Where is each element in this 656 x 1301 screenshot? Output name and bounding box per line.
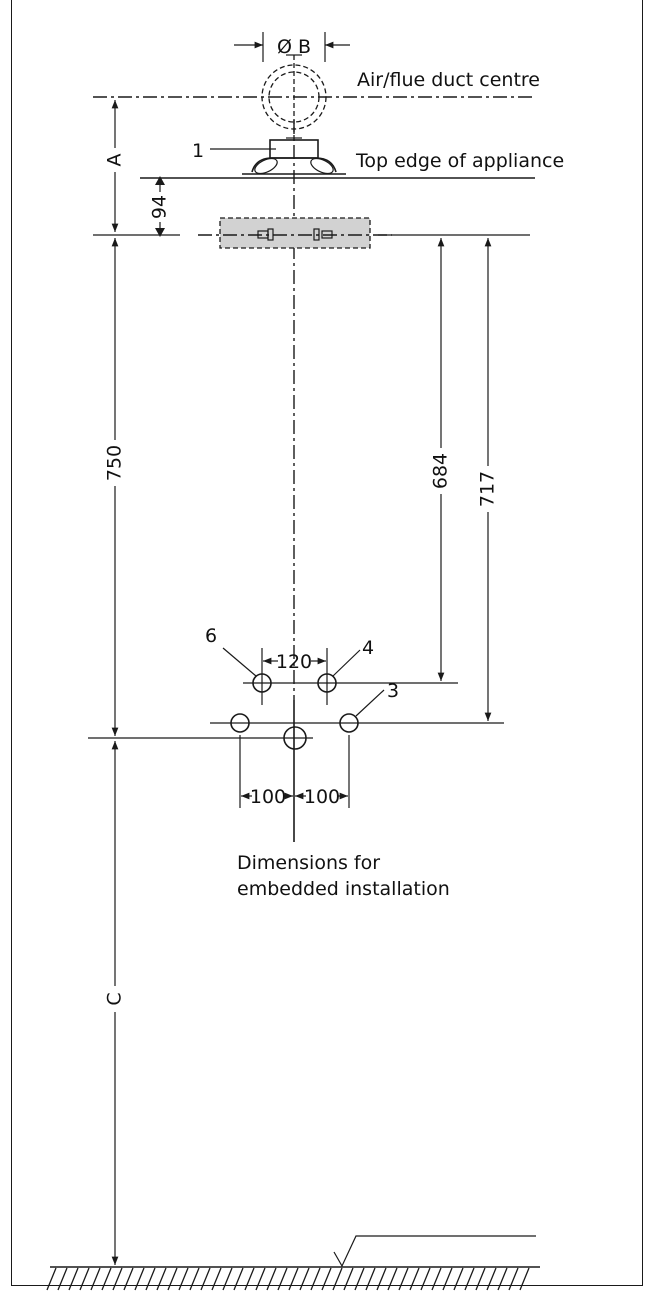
hole-3 (339, 713, 359, 733)
caption-line1: Dimensions for (237, 852, 380, 874)
dim-94-arrow-bottom (155, 228, 165, 237)
hatch-stroke (112, 1267, 123, 1291)
hatch-stroke (497, 1267, 508, 1291)
mounting-bracket (198, 217, 392, 249)
hatch-stroke (431, 1267, 442, 1291)
hatch-stroke (79, 1267, 90, 1291)
hatch-stroke (332, 1267, 343, 1291)
hatch-stroke (321, 1267, 332, 1291)
surface-finish-symbol (333, 1235, 536, 1268)
hatch-stroke (90, 1267, 101, 1291)
hatch-stroke (387, 1267, 398, 1291)
hatch-stroke (68, 1267, 79, 1291)
hatch-stroke (464, 1267, 475, 1291)
dim-100-right-label: 100 (304, 786, 340, 808)
callout-4: 4 (362, 637, 374, 659)
hole-left (230, 713, 250, 733)
drawing-frame (11, 0, 643, 1286)
callout-3-leader (355, 689, 385, 717)
diameter-b-label: Ø B (277, 36, 311, 58)
hatch-stroke (486, 1267, 497, 1291)
hole-centre (283, 726, 307, 750)
hatch-stroke (167, 1267, 178, 1291)
dim-c-label: C (104, 992, 126, 1005)
hatch-stroke (475, 1267, 486, 1291)
dim-a-label-bg (103, 148, 127, 172)
dim-c-label-bg (103, 986, 127, 1012)
hatch-stroke (233, 1267, 244, 1291)
diameter-b-dimension (234, 32, 350, 62)
hatch-stroke (46, 1267, 57, 1291)
dim-94-arrow-top (155, 176, 165, 185)
flue-connector (242, 139, 346, 175)
hatch-stroke (156, 1267, 167, 1291)
hatch-stroke (398, 1267, 409, 1291)
dim-684-label: 684 (430, 453, 452, 489)
hatch-stroke (420, 1267, 431, 1291)
hatch-stroke (343, 1267, 354, 1291)
hatch-stroke (101, 1267, 112, 1291)
hatch-stroke (255, 1267, 266, 1291)
dim-94-label: 94 (149, 195, 171, 219)
callout-3: 3 (387, 680, 399, 702)
floor-hatching (46, 1267, 530, 1291)
hatch-stroke (57, 1267, 68, 1291)
hatch-stroke (189, 1267, 200, 1291)
hatch-stroke (200, 1267, 211, 1291)
hatch-stroke (376, 1267, 387, 1291)
hatch-stroke (211, 1267, 222, 1291)
top-edge-label: Top edge of appliance (355, 150, 564, 172)
hatch-stroke (288, 1267, 299, 1291)
callout-6-leader (222, 647, 257, 677)
hatch-stroke (222, 1267, 233, 1291)
dim-684-label-bg (429, 448, 453, 494)
dim-717-label: 717 (477, 471, 499, 507)
hatch-stroke (244, 1267, 255, 1291)
dim-100-left-label: 100 (250, 786, 286, 808)
dim-a-label: A (104, 154, 126, 167)
hatch-stroke (508, 1267, 519, 1291)
hatch-stroke (354, 1267, 365, 1291)
air-flue-centre-label: Air/flue duct centre (357, 69, 540, 91)
hatch-stroke (123, 1267, 134, 1291)
dim-120-label: 120 (276, 651, 312, 673)
caption-line2: embedded installation (237, 878, 450, 900)
hatch-stroke (266, 1267, 277, 1291)
callout-1: 1 (192, 140, 204, 162)
dim-94-label-bg (150, 192, 170, 222)
hatch-stroke (519, 1267, 530, 1291)
hatch-stroke (277, 1267, 288, 1291)
hatch-stroke (442, 1267, 453, 1291)
hatch-stroke (310, 1267, 321, 1291)
hatch-stroke (409, 1267, 420, 1291)
callout-6: 6 (205, 625, 217, 647)
hatch-stroke (178, 1267, 189, 1291)
hatch-stroke (145, 1267, 156, 1291)
hatch-stroke (134, 1267, 145, 1291)
callout-4-leader (332, 649, 361, 677)
hatch-stroke (365, 1267, 376, 1291)
dim-750-label: 750 (104, 445, 126, 481)
dim-717-label-bg (476, 466, 500, 512)
hatch-stroke (299, 1267, 310, 1291)
hatch-stroke (453, 1267, 464, 1291)
dim-750-label-bg (103, 440, 127, 486)
